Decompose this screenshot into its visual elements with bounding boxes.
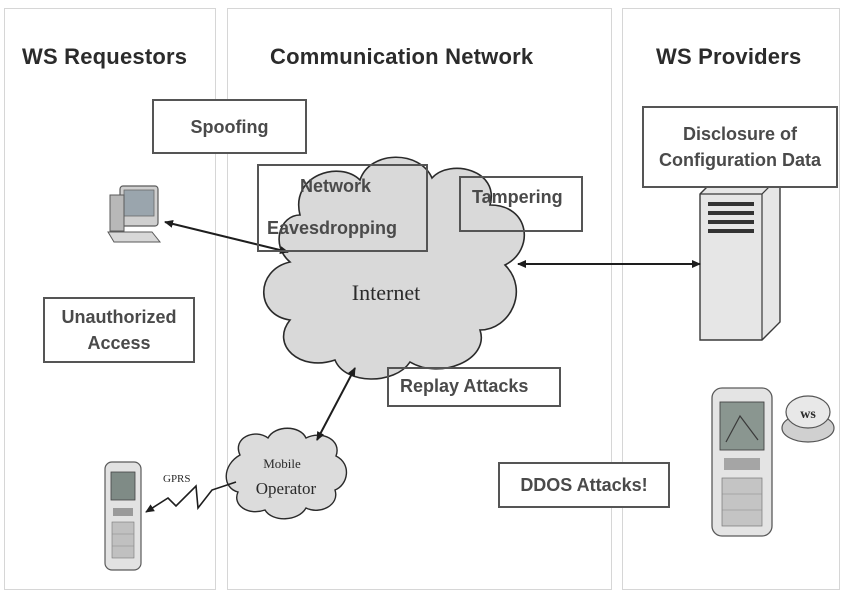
tampering-box: [459, 176, 583, 232]
disclosure-label-line2: Configuration Data: [659, 150, 821, 170]
mobile-operator-cloud: [225, 427, 348, 520]
disclosure-box: Disclosure of Configuration Data: [642, 106, 838, 188]
replay-attacks-label: Replay Attacks: [400, 376, 529, 396]
mobile-phone-provider-icon: [711, 387, 773, 537]
spoofing-box: Spoofing: [152, 99, 307, 154]
mobile-phone-requestor-icon: [104, 461, 142, 571]
ddos-attacks-label: DDOS Attacks!: [520, 475, 648, 495]
mobile-operator-label-line2: Operator: [256, 479, 317, 498]
ws-badge-label: ws: [800, 407, 816, 422]
network-eavesdropping-box: [257, 164, 428, 252]
disclosure-label-line1: Disclosure of: [682, 124, 798, 144]
arrow-internet-mobile-operator: [316, 367, 356, 441]
arrow-desktop-internet: [164, 220, 289, 254]
lane-title-ws-providers: WS Providers: [656, 44, 802, 69]
mobile-operator-label-line1: Mobile: [263, 456, 301, 471]
internet-label: Internet: [352, 280, 420, 305]
unauthorized-label-line1: Unauthorized: [61, 307, 177, 327]
desktop-computer-icon: [107, 185, 162, 243]
replay-attacks-box: [387, 367, 561, 407]
spoofing-label: Spoofing: [190, 116, 269, 137]
lane-title-ws-requestors: WS Requestors: [22, 44, 188, 69]
ws-badge-icon: [781, 395, 835, 443]
network-eavesdropping-label-line2: Eavesdropping: [267, 218, 398, 238]
lane-title-communication-network: Communication Network: [270, 44, 534, 69]
unauthorized-label-line2: Access: [87, 333, 151, 353]
gprs-label: GPRS: [163, 473, 191, 485]
gprs-link: [145, 481, 237, 513]
ddos-attacks-box: DDOS Attacks!: [498, 462, 670, 508]
unauthorized-access-box: Unauthorized Access: [43, 297, 195, 363]
network-eavesdropping-label-line1: Network: [300, 176, 372, 196]
server-tower-icon: [699, 175, 781, 341]
tampering-label: Tampering: [472, 187, 563, 207]
